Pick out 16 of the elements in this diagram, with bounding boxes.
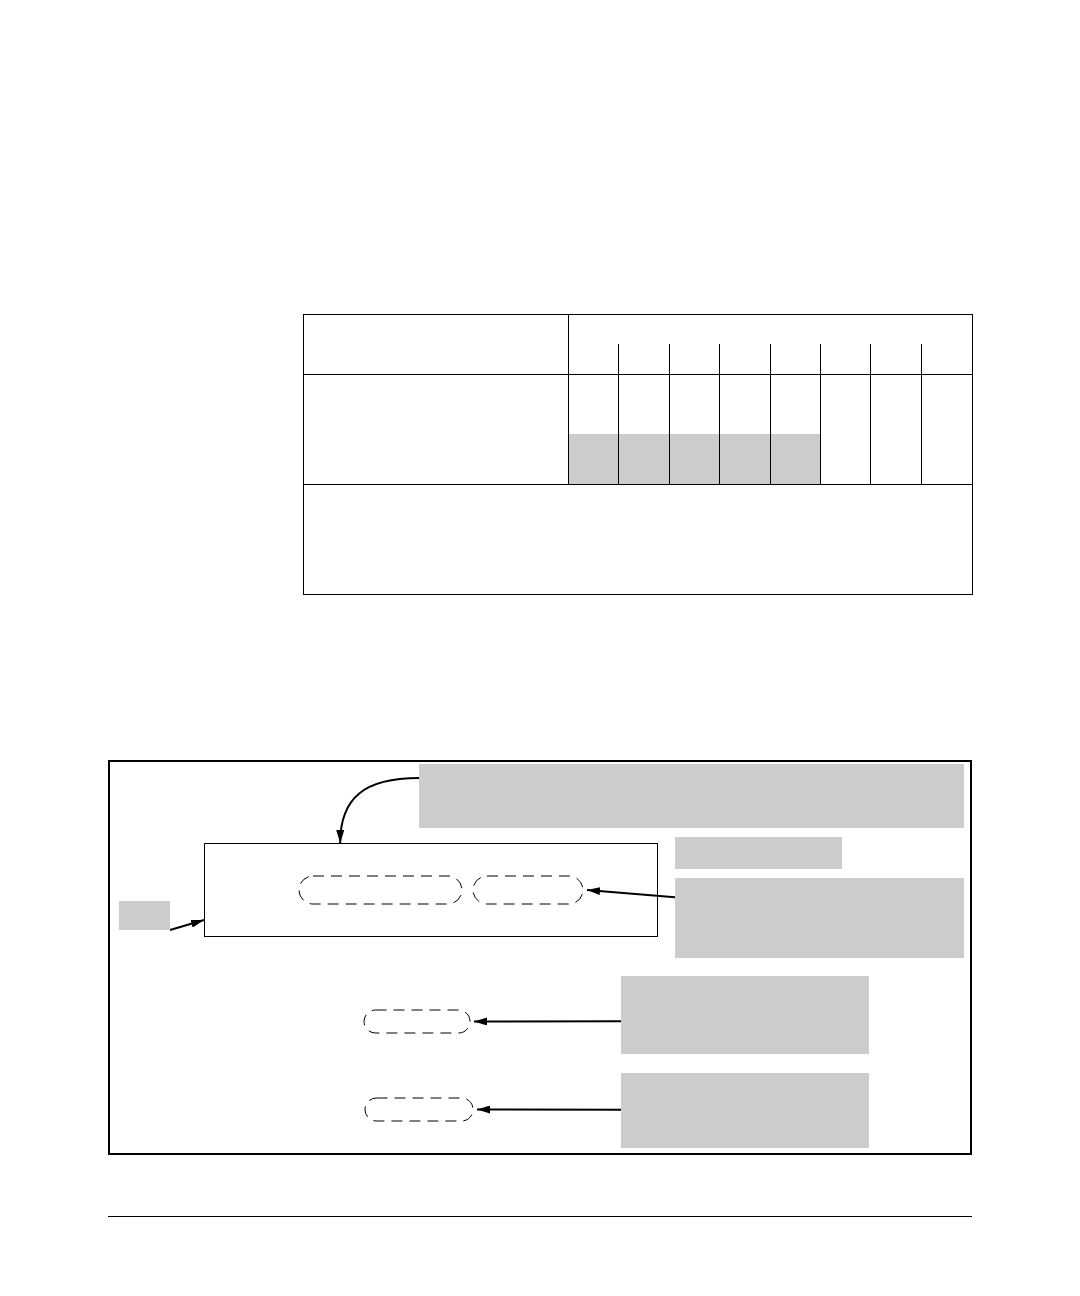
shaded-box <box>675 837 842 869</box>
arrow <box>586 887 676 899</box>
dashed-pill <box>364 1097 474 1122</box>
dashed-pill <box>298 875 463 905</box>
arrow <box>476 1105 622 1114</box>
shaded-box <box>621 976 869 1054</box>
dashed-pill <box>363 1009 471 1034</box>
arrow <box>336 777 420 844</box>
arrow <box>473 1017 622 1026</box>
shaded-box <box>119 901 170 930</box>
shaded-box <box>675 878 964 958</box>
dashed-pill <box>472 875 584 905</box>
shaded-box <box>419 764 964 828</box>
arrow <box>169 919 205 931</box>
outlined-box <box>204 843 658 937</box>
shaded-box <box>621 1073 869 1148</box>
